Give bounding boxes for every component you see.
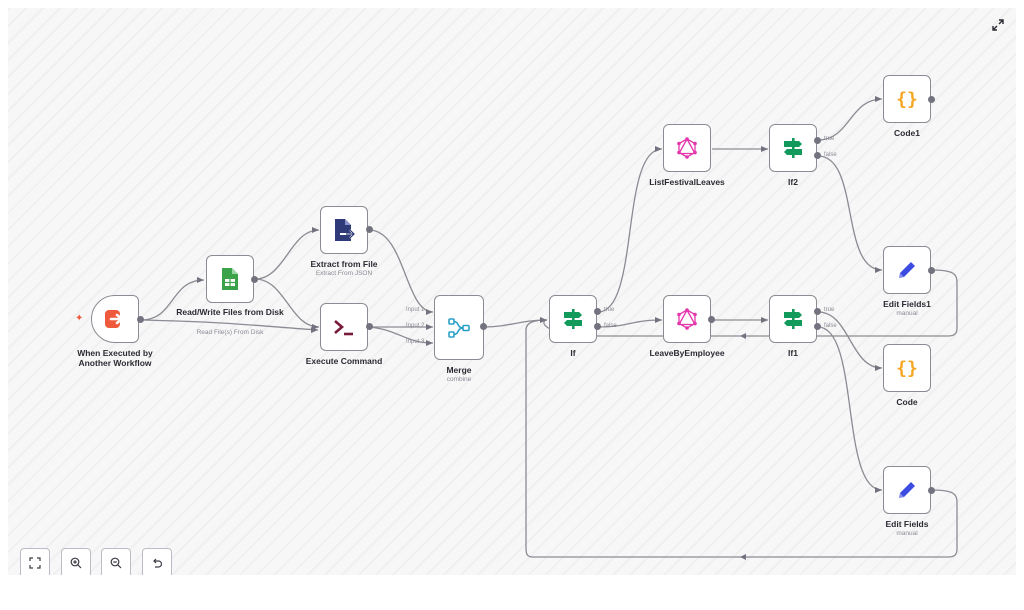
node-title: Edit Fields1	[883, 299, 931, 309]
zoom-out-icon	[110, 557, 122, 569]
expand-icon[interactable]	[992, 19, 1004, 31]
signpost-icon	[564, 309, 582, 329]
node-if[interactable]	[549, 295, 597, 343]
output-port-false[interactable]	[814, 323, 821, 330]
file-export-icon	[335, 219, 356, 241]
zoom-in-button[interactable]	[61, 548, 91, 575]
workflow-canvas[interactable]: ✦ When Executed by Another Workflow Read…	[8, 8, 1016, 575]
edge-if-list	[597, 148, 663, 313]
graphql-icon	[677, 308, 697, 330]
edge-if2-edit1	[817, 155, 883, 271]
if1-true-label: true	[824, 307, 835, 313]
node-code[interactable]: {}	[883, 344, 931, 392]
merge-input-3-label: Input 3	[406, 339, 425, 345]
node-execute-command[interactable]	[320, 303, 368, 351]
sign-out-icon	[105, 310, 124, 328]
node-subtitle: combine	[446, 376, 472, 383]
node-merge[interactable]	[434, 295, 484, 360]
zoom-in-icon	[70, 557, 82, 569]
if-false-label: false	[604, 323, 617, 329]
node-leave-by-employee[interactable]	[663, 295, 711, 343]
node-title: Execute Command	[305, 356, 383, 366]
output-port[interactable]	[480, 323, 487, 330]
edge-loop-edit1	[543, 269, 958, 337]
braces-icon: {}	[896, 358, 918, 379]
node-list-festival-leaves[interactable]	[663, 124, 711, 172]
output-port-false[interactable]	[594, 323, 601, 330]
node-when-executed[interactable]	[91, 295, 139, 343]
graphql-icon	[677, 137, 697, 159]
node-read-write-files[interactable]	[206, 255, 254, 303]
node-title: If2	[788, 177, 798, 187]
svg-text:{}: {}	[896, 89, 918, 110]
if2-true-label: true	[824, 136, 835, 142]
merge-input-1-label: Input 1	[406, 307, 425, 313]
output-port[interactable]	[366, 323, 373, 330]
merge-icon	[448, 317, 470, 338]
fit-view-icon	[29, 557, 41, 569]
node-title: If	[570, 348, 576, 358]
node-title: Code1	[894, 128, 920, 138]
output-port-false[interactable]	[814, 152, 821, 159]
undo-icon	[153, 558, 163, 568]
svg-text:{}: {}	[896, 358, 918, 379]
connections-layer	[140, 96, 958, 560]
if-true-label: true	[604, 307, 615, 313]
edge-readwrite-execute	[254, 278, 320, 328]
edge-if1-edit	[817, 326, 883, 491]
output-port[interactable]	[928, 487, 935, 494]
output-port-true[interactable]	[594, 308, 601, 315]
edge-trigger-execute	[140, 319, 319, 331]
node-if1[interactable]	[769, 295, 817, 343]
signpost-icon	[784, 138, 802, 158]
edge-execute-merge3	[368, 326, 434, 344]
node-code1[interactable]: {}	[883, 75, 931, 123]
output-port-true[interactable]	[814, 137, 821, 144]
node-edit-fields1[interactable]	[883, 246, 931, 294]
if2-false-label: false	[824, 152, 837, 158]
output-port[interactable]	[251, 276, 258, 283]
node-title: Code	[896, 397, 918, 407]
pencil-icon	[899, 482, 915, 498]
signpost-icon	[784, 309, 802, 329]
node-title: If1	[788, 348, 798, 358]
output-port[interactable]	[928, 267, 935, 274]
output-port[interactable]	[137, 316, 144, 323]
node-title: Merge	[446, 365, 472, 375]
reset-zoom-button[interactable]	[142, 548, 172, 575]
merge-input-2-label: Input 2	[406, 323, 425, 329]
node-subtitle: manual	[896, 530, 918, 537]
edge-readwrite-extract	[254, 229, 320, 280]
output-port-true[interactable]	[814, 308, 821, 315]
terminal-icon	[334, 320, 353, 336]
edge-if2-code1	[817, 98, 883, 141]
output-port[interactable]	[928, 96, 935, 103]
node-subtitle: Read File(s) From Disk	[196, 329, 264, 336]
edge-if-leave	[597, 319, 663, 328]
node-title: Read/Write Files from Disk	[176, 307, 284, 317]
node-if2[interactable]	[769, 124, 817, 172]
edge-if1-code	[817, 311, 883, 369]
output-port[interactable]	[708, 316, 715, 323]
output-port[interactable]	[366, 226, 373, 233]
edge-trigger-readwrite	[140, 279, 205, 321]
trigger-bolt-icon: ✦	[75, 313, 84, 324]
node-edit-fields[interactable]	[883, 466, 931, 514]
node-title: LeaveByEmployee	[649, 348, 725, 358]
node-title: Edit Fields	[885, 519, 929, 529]
node-subtitle: Extract From JSON	[315, 270, 373, 277]
file-spreadsheet-icon	[222, 268, 238, 290]
node-title: When Executed by Another Workflow	[77, 348, 153, 368]
edge-extract-merge	[368, 229, 434, 313]
pencil-icon	[899, 262, 915, 278]
if1-false-label: false	[824, 323, 837, 329]
braces-icon: {}	[896, 89, 918, 110]
zoom-out-button[interactable]	[101, 548, 131, 575]
node-title: Extract from File	[310, 259, 378, 269]
fit-view-button[interactable]	[20, 548, 50, 575]
node-title: ListFestivalLeaves	[649, 177, 725, 187]
node-extract-from-file[interactable]	[320, 206, 368, 254]
node-subtitle: manual	[896, 310, 918, 317]
